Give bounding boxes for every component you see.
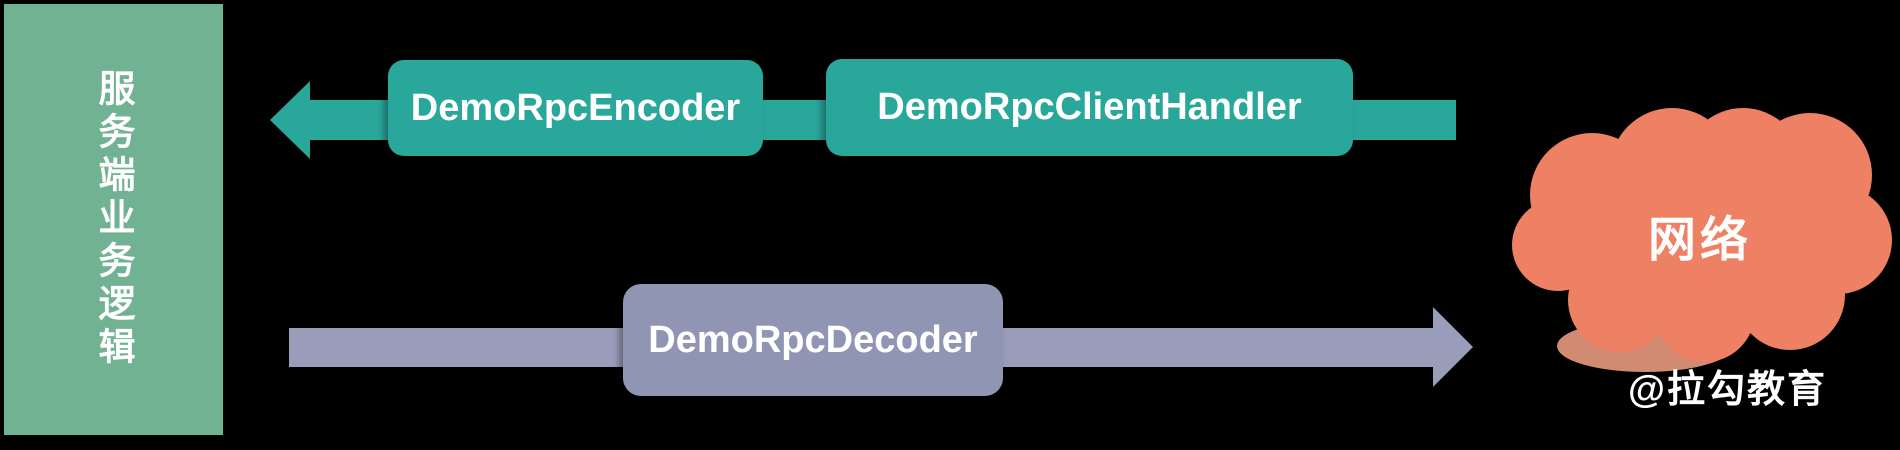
node-demo-rpc-client-handler: DemoRpcClientHandler — [826, 59, 1353, 156]
node-demo-rpc-encoder-label: DemoRpcEncoder — [410, 86, 741, 129]
node-demo-rpc-encoder: DemoRpcEncoder — [388, 60, 763, 156]
server-logic-label: 服务端业务逻辑 — [93, 69, 134, 370]
bottom-arrow-right-head-icon — [1433, 307, 1473, 387]
server-logic-panel: 服务端业务逻辑 — [4, 4, 223, 435]
watermark-label: @拉勾教育 — [1628, 369, 1828, 411]
node-demo-rpc-client-handler-label: DemoRpcClientHandler — [877, 86, 1302, 128]
network-cloud-label: 网络 — [1647, 214, 1752, 267]
network-cloud-icon — [1512, 108, 1892, 372]
top-arrow-left-head-icon — [270, 81, 310, 159]
node-demo-rpc-decoder-label: DemoRpcDecoder — [648, 318, 978, 361]
node-demo-rpc-decoder: DemoRpcDecoder — [623, 284, 1003, 396]
